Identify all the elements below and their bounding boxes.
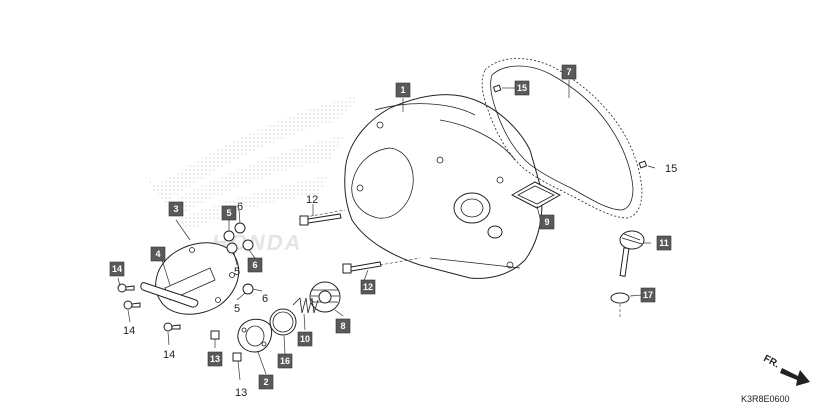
callout-label-15: 15 <box>514 80 530 96</box>
callout-box <box>221 205 237 221</box>
callout-label-7: 7 <box>561 64 577 80</box>
callout-number: 3 <box>173 204 178 214</box>
callout-number: 1 <box>400 85 405 95</box>
part-dipstick <box>619 230 645 277</box>
callout-number: 2 <box>263 377 268 387</box>
part-screw-14-b <box>123 300 141 310</box>
callout-box <box>360 279 376 295</box>
callout-number: 4 <box>155 249 160 259</box>
callout-number: 12 <box>363 282 373 292</box>
callout-label-8: 8 <box>335 318 351 334</box>
callout-label-5: 5 <box>221 205 237 221</box>
arrow-right-icon <box>780 368 810 386</box>
plain-label-14a: 14 <box>123 325 135 337</box>
part-bolt-12-lower <box>342 261 382 274</box>
callout-label-10: 10 <box>297 331 313 347</box>
part-washer-5a <box>223 230 235 242</box>
part-screw-14-a <box>117 283 135 293</box>
callout-number: 11 <box>659 238 669 248</box>
callout-label-6: 6 <box>247 257 263 273</box>
plain-label-6b: 6 <box>262 293 268 305</box>
callout-box <box>335 318 351 334</box>
plain-label-14b: 14 <box>163 349 175 361</box>
callout-label-14: 14 <box>109 261 125 277</box>
front-direction-arrow: FR. <box>762 353 810 386</box>
plain-label-5b: 5 <box>234 303 240 315</box>
callout-number: 10 <box>300 334 310 344</box>
part-bolt-13-a <box>210 330 220 340</box>
diagram-code: K3R8E0600 <box>741 394 790 404</box>
callout-label-16: 16 <box>277 353 293 369</box>
plain-label-5a: 5 <box>234 266 240 278</box>
part-o-ring-17 <box>610 292 630 304</box>
part-clutch-cover <box>299 94 543 279</box>
callout-number: 8 <box>340 321 345 331</box>
callout-box <box>561 64 577 80</box>
callout-number: 7 <box>566 67 571 77</box>
callout-number: 14 <box>112 264 122 274</box>
plain-label-12: 12 <box>306 194 318 206</box>
callout-label-17: 17 <box>640 287 656 303</box>
plain-label-13: 13 <box>235 387 247 399</box>
callout-number: 15 <box>517 83 527 93</box>
callout-label-1: 1 <box>395 82 411 98</box>
callout-label-3: 3 <box>168 201 184 217</box>
callout-box <box>395 82 411 98</box>
callout-label-2: 2 <box>258 374 274 390</box>
callout-box <box>277 353 293 369</box>
callout-number: 17 <box>643 290 653 300</box>
callout-label-9: 9 <box>539 214 555 230</box>
callout-label-4: 4 <box>150 246 166 262</box>
callout-box <box>514 80 530 96</box>
callout-number: 16 <box>280 356 290 366</box>
part-spring <box>292 297 319 314</box>
part-nut-6a <box>234 222 246 234</box>
callout-label-13: 13 <box>207 351 223 367</box>
part-washer-5c <box>242 283 254 295</box>
plain-label-6a: 6 <box>237 201 243 213</box>
callout-box <box>150 246 166 262</box>
part-bolt-13-b <box>232 352 242 362</box>
callout-number: 13 <box>210 354 220 364</box>
callout-box <box>168 201 184 217</box>
watermark-logo: HONDA <box>140 95 360 255</box>
callout-box <box>539 214 555 230</box>
callout-box <box>109 261 125 277</box>
part-washer-5b <box>226 242 238 254</box>
part-screw-14-c <box>163 322 181 332</box>
callout-box <box>656 235 672 251</box>
part-bolt-12-upper <box>299 213 342 226</box>
part-oil-filter <box>309 281 341 313</box>
leader-lines <box>117 80 656 381</box>
part-nut-6b <box>242 239 254 251</box>
callout-number: 9 <box>544 217 549 227</box>
callout-box <box>258 374 274 390</box>
callout-number: 5 <box>226 208 231 218</box>
front-direction-label: FR. <box>762 353 782 370</box>
callout-box <box>247 257 263 273</box>
callout-label-11: 11 <box>656 235 672 251</box>
part-strip <box>140 282 199 308</box>
callout-box <box>297 331 313 347</box>
callout-number: 6 <box>252 260 257 270</box>
part-square-gasket <box>510 181 562 209</box>
plain-label-15: 15 <box>665 163 677 175</box>
part-filter-cap <box>237 318 273 353</box>
callout-box <box>640 287 656 303</box>
callout-label-12: 12 <box>360 279 376 295</box>
part-gasket <box>481 58 648 219</box>
part-o-ring-16 <box>269 308 297 336</box>
callout-box <box>207 351 223 367</box>
